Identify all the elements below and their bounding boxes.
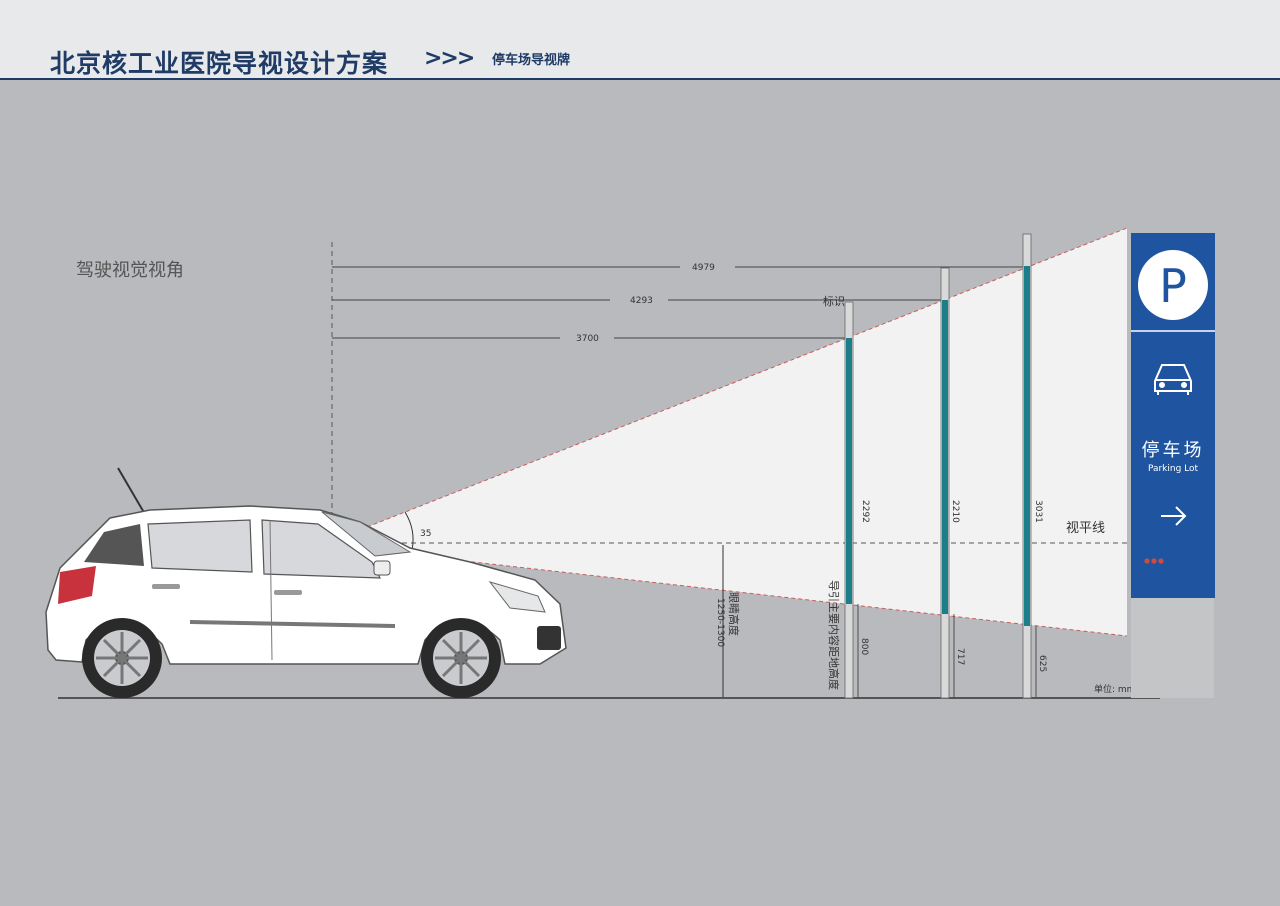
view-cone-upper-edge (366, 227, 1128, 528)
car-mirror (373, 560, 391, 576)
sign-post-1: 标识 2292 800 导引主要内容距地高度 (823, 294, 870, 699)
car-door-handle-front (274, 590, 302, 595)
distance-label-3: 3700 (576, 334, 599, 344)
sign-post-3: 3031 625 (1022, 233, 1047, 699)
sign-en-label: Parking Lot (1148, 464, 1199, 474)
car-door-handle-rear (152, 584, 180, 589)
car-front-wheel (421, 618, 501, 698)
eye-height-label: 眼睛高度 (727, 592, 741, 636)
parking-sign: P 停车场 Parking Lot (1131, 233, 1215, 698)
distance-label-2: 4293 (630, 296, 653, 306)
sign-height-1: 2292 (860, 500, 870, 523)
ground-height-2: 717 (955, 648, 965, 665)
car-trim (189, 620, 396, 628)
sign-height-2: 2210 (950, 500, 960, 523)
logo-dots (1144, 558, 1164, 564)
sign-base (1131, 598, 1214, 698)
chevron-icon: >>> (424, 46, 475, 71)
section-label: 驾驶视觉视角 (76, 260, 184, 281)
header-bar (0, 0, 1280, 78)
car-grille (537, 626, 561, 650)
page-title: 北京核工业医院导视设计方案 (50, 49, 389, 78)
car-head-light (488, 581, 546, 613)
content-height-label: 导引主要内容距地高度 (827, 580, 841, 690)
car-antenna (117, 467, 147, 517)
horizon-label: 视平线 (1066, 521, 1105, 536)
sign-label: 标识 (823, 294, 845, 308)
distance-dimensions: 4979 4293 3700 (332, 263, 1027, 344)
view-cone-lower-edge (366, 549, 1128, 637)
arrow-right-icon (1161, 506, 1187, 526)
car-illustration (45, 467, 567, 698)
header-rule (0, 78, 1280, 80)
car-windshield (321, 511, 412, 557)
angle-label: 35 (420, 529, 431, 539)
angle-arc (404, 511, 414, 551)
parking-symbol: P (1159, 259, 1187, 313)
ground-height-1: 800 (859, 638, 869, 655)
car-rear-wheel (82, 618, 162, 698)
distance-label-1: 4979 (692, 263, 715, 273)
sign-height-3: 3031 (1033, 500, 1043, 523)
car-door-seam (269, 519, 273, 661)
parking-circle (1138, 250, 1208, 320)
unit-label: 单位: mm (1094, 683, 1135, 695)
eye-height-value: 1250-1300 (715, 598, 725, 647)
car-tail-light (58, 566, 96, 604)
view-cone (367, 228, 1127, 636)
page-subtitle: 停车场导视牌 (492, 53, 571, 68)
car-rear-window (147, 519, 253, 573)
car-back-window (84, 524, 144, 566)
sign-post-2: 2210 717 (940, 267, 965, 699)
car-icon (1154, 364, 1192, 395)
ground-height-3: 625 (1037, 655, 1047, 672)
sign-cn-label: 停车场 (1142, 440, 1205, 461)
